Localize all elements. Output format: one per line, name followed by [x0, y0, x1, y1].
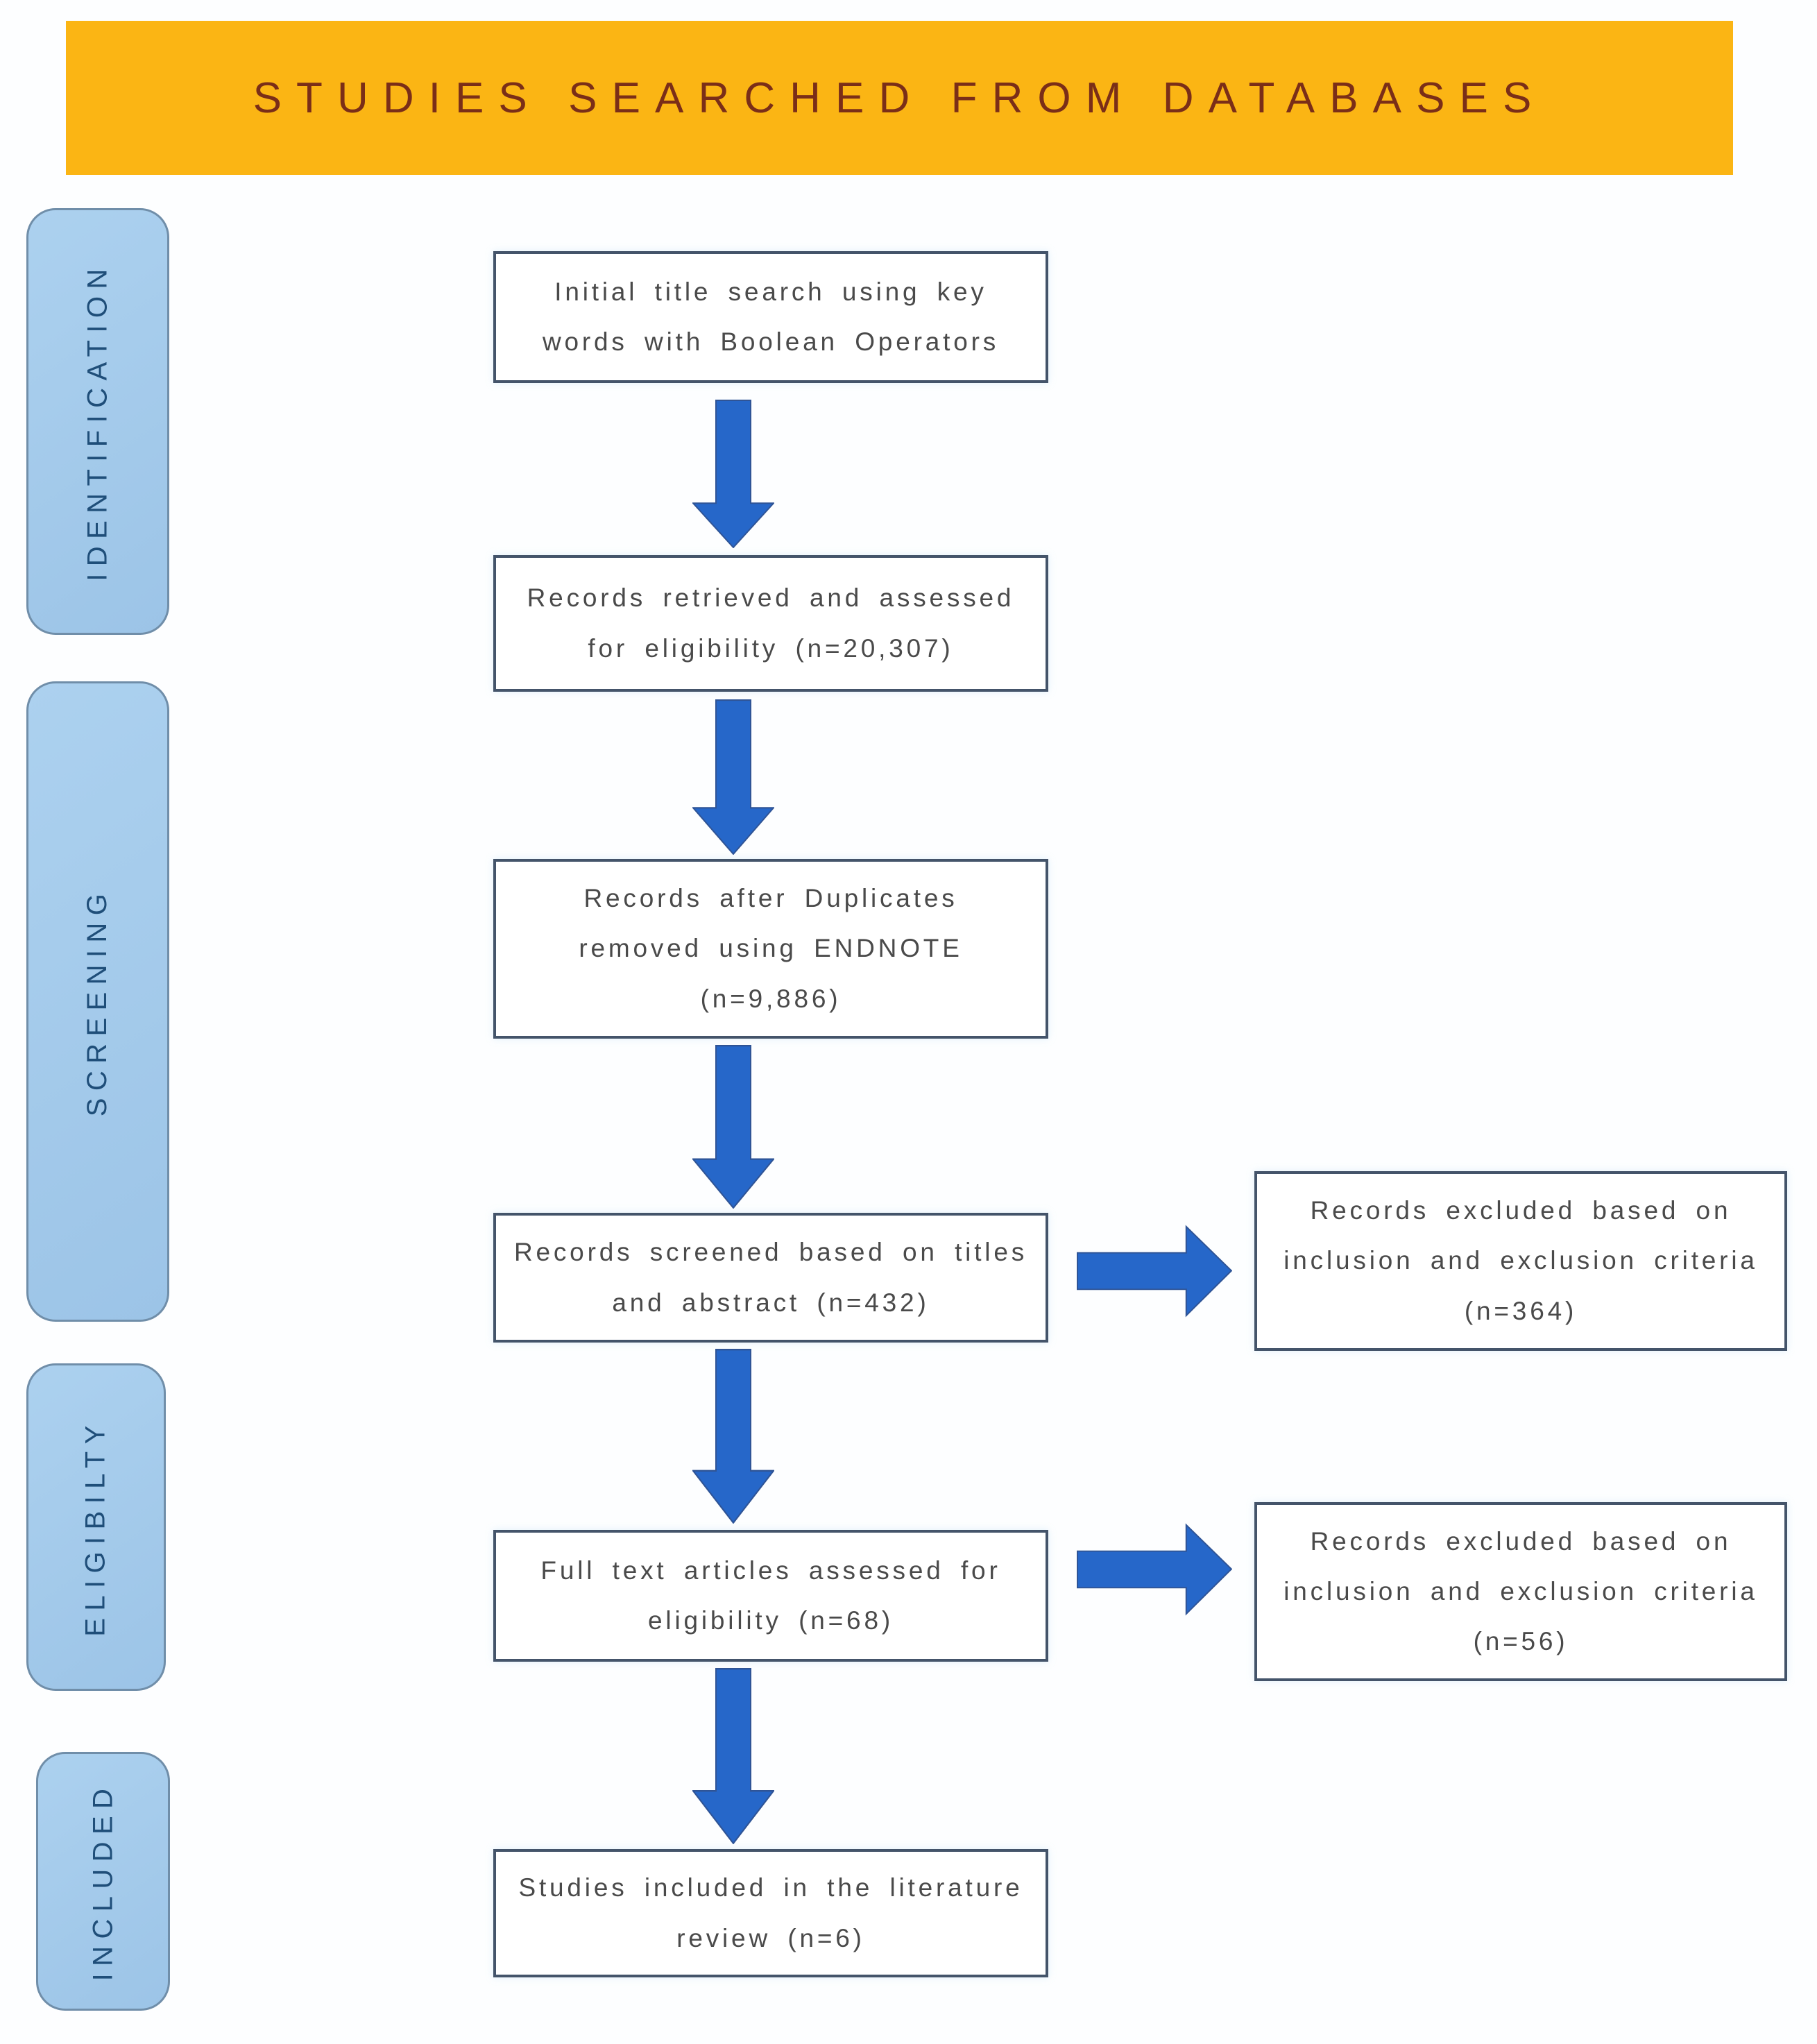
stage-included: INCLUDED: [36, 1752, 170, 2011]
flow-box-studies-included: Studies included in the literature revie…: [493, 1849, 1048, 1977]
flow-box-line: Studies included in the literature: [518, 1873, 1023, 1902]
flow-box-line: Records excluded based on: [1310, 1196, 1732, 1225]
flow-box-fulltext-assessed: Full text articles assessed for eligibil…: [493, 1530, 1048, 1662]
flow-box-line: inclusion and exclusion criteria: [1283, 1576, 1758, 1606]
stage-identification: IDENTIFICATION: [26, 208, 169, 635]
arrow-right-icon: [1077, 1221, 1232, 1321]
stage-eligibilty: ELIGIBILTY: [26, 1363, 166, 1691]
flow-box-duplicates-removed: Records after Duplicates removed using E…: [493, 859, 1048, 1039]
flow-box-line: Full text articles assessed for: [540, 1556, 1001, 1585]
flow-box-initial-title-search: Initial title search using key words wit…: [493, 251, 1048, 383]
arrow-down-icon: [692, 1045, 774, 1209]
flow-box-excluded-titles-abstract: Records excluded based on inclusion and …: [1254, 1171, 1787, 1351]
stage-screening-label: SCREENING: [82, 886, 113, 1117]
arrow-down-icon: [692, 1668, 774, 1844]
arrow-down-icon: [692, 400, 774, 548]
flow-box-line: Records screened based on titles: [513, 1238, 1028, 1267]
flow-box-line: (n=364): [1464, 1296, 1578, 1325]
flow-box-records-screened: Records screened based on titles and abs…: [493, 1213, 1048, 1343]
flow-box-line: inclusion and exclusion criteria: [1283, 1246, 1758, 1275]
stage-included-label: INCLUDED: [87, 1781, 118, 1982]
flow-box-line: Initial title search using key: [554, 277, 987, 306]
stage-screening: SCREENING: [26, 681, 169, 1322]
flow-box-line: eligibility (n=68): [648, 1606, 894, 1635]
flow-box-line: words with Boolean Operators: [542, 327, 1000, 356]
flow-box-line: removed using ENDNOTE: [579, 934, 963, 963]
flow-box-line: (n=56): [1473, 1627, 1569, 1656]
flow-box-line: for eligibility (n=20,307): [588, 633, 954, 663]
stage-identification-label: IDENTIFICATION: [82, 262, 113, 581]
flow-box-line: and abstract (n=432): [612, 1288, 930, 1317]
stage-eligibilty-label: ELIGIBILTY: [80, 1417, 112, 1637]
flow-box-line: review (n=6): [676, 1923, 865, 1952]
flow-box-line: Records retrieved and assessed: [527, 584, 1015, 613]
arrow-down-icon: [692, 699, 774, 855]
title-banner: STUDIES SEARCHED FROM DATABASES: [66, 21, 1733, 175]
flow-box-excluded-fulltext: Records excluded based on inclusion and …: [1254, 1502, 1787, 1681]
arrow-right-icon: [1077, 1519, 1232, 1619]
flow-box-line: (n=9,886): [700, 984, 842, 1013]
arrow-down-icon: [692, 1349, 774, 1524]
flow-box-line: Records excluded based on: [1310, 1526, 1732, 1556]
page-title: STUDIES SEARCHED FROM DATABASES: [253, 74, 1546, 122]
flow-box-records-retrieved: Records retrieved and assessed for eligi…: [493, 555, 1048, 692]
flow-box-line: Records after Duplicates: [583, 884, 958, 913]
